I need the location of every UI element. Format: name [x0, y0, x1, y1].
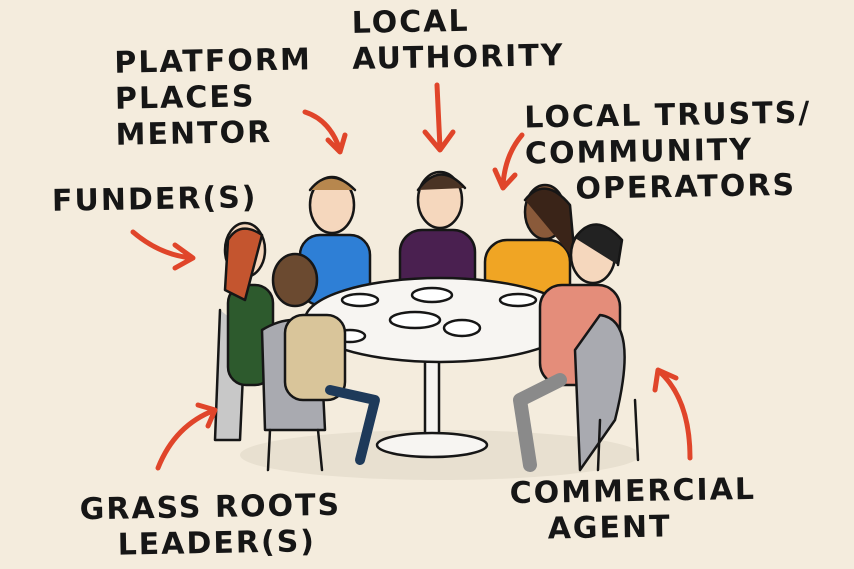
plate: [388, 310, 442, 330]
plate: [410, 286, 454, 304]
arrow-grass-roots-icon: [155, 402, 218, 471]
chair: [573, 313, 626, 472]
person-grass-roots-leader: [260, 252, 380, 472]
label-platform-places-mentor: PLATFORM PLACES MENTOR: [114, 42, 313, 153]
table: [303, 276, 577, 459]
arrow-platform-mentor-icon: [302, 109, 348, 155]
label-grass-roots-leaders: GRASS ROOTS LEADER(S): [79, 487, 342, 564]
bowl: [442, 318, 482, 338]
label-local-trusts: LOCAL TRUSTS/ COMMUNITY OPERATORS: [524, 95, 812, 208]
arrow-local-trusts-icon: [492, 132, 525, 191]
arrows: [130, 82, 693, 471]
plate: [498, 292, 538, 308]
label-funders: FUNDER(S): [51, 180, 258, 219]
plate: [340, 292, 380, 308]
arrow-commercial-agent-icon: [652, 367, 693, 461]
arrow-funder-icon: [130, 229, 196, 271]
arrow-local-authority-icon: [422, 82, 456, 153]
label-commercial-agent: COMMERCIAL AGENT: [509, 471, 757, 548]
person-commercial-agent: [513, 223, 640, 472]
label-local-authority: LOCAL AUTHORITY: [351, 3, 565, 77]
